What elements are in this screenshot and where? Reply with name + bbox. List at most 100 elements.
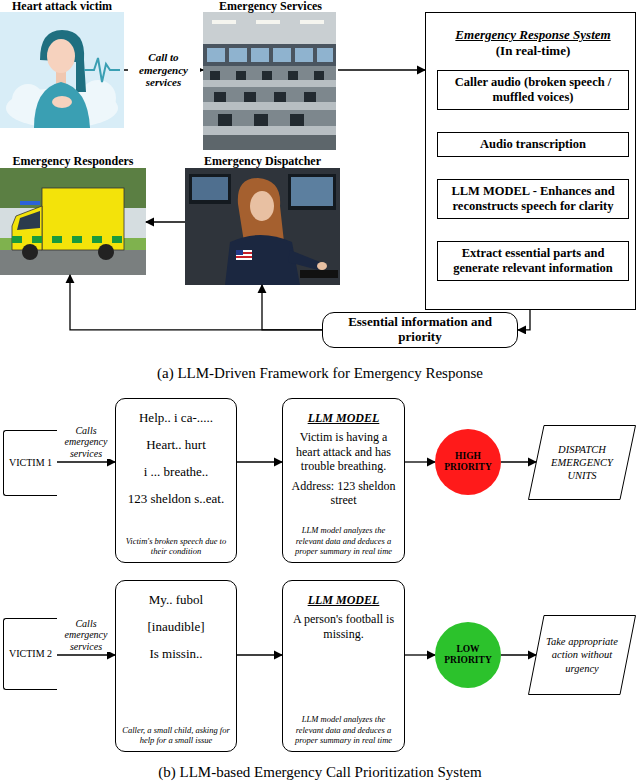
speech-line: Heart.. hurt xyxy=(146,438,206,453)
control-room-photo-part xyxy=(300,20,324,24)
flow-arrow xyxy=(237,461,282,462)
control-room-photo-part xyxy=(214,92,226,102)
step-box: Caller audio (broken speech / muffled vo… xyxy=(437,70,629,110)
control-room-photo-part xyxy=(314,71,324,80)
victim-illustration-part xyxy=(34,82,90,128)
note-text: Caller, a small child, asking for help f… xyxy=(121,725,231,745)
flow-arrow xyxy=(518,310,530,330)
control-room-photo-part xyxy=(295,48,313,62)
system-subtitle: (In real-time) xyxy=(437,43,629,59)
step-box: LLM MODEL - Enhances and reconstructs sp… xyxy=(437,179,629,219)
control-room-photo xyxy=(203,12,336,150)
photo-heading: Emergency Services xyxy=(203,0,338,13)
flow-arrow xyxy=(57,461,115,462)
dispatcher-photo xyxy=(185,168,340,285)
dispatcher-photo-part xyxy=(288,250,320,270)
edge-label: Call to emergency services xyxy=(128,50,200,90)
parallelogram-shape xyxy=(529,426,636,500)
ambulance-photo-part xyxy=(0,168,146,275)
ambulance-photo-part xyxy=(42,188,124,250)
victim-illustration-part xyxy=(0,12,124,128)
control-room-photo-part xyxy=(203,12,336,44)
speech-line: [inaudible] xyxy=(147,620,204,635)
photo-heading: Heart attack victim xyxy=(0,0,124,13)
dispatcher-photo-part xyxy=(236,250,243,255)
speech-line: i ... breathe.. xyxy=(144,465,209,480)
ambulance-photo-part xyxy=(22,244,38,260)
flow-arrow xyxy=(262,285,322,330)
ambulance-photo xyxy=(0,168,146,275)
control-room-photo-part xyxy=(203,135,336,150)
illustrated-node: Emergency Dispatcher xyxy=(185,155,340,285)
control-room-photo-part xyxy=(288,71,298,80)
control-room-photo-part xyxy=(254,114,268,126)
flow-arrow xyxy=(405,461,435,462)
dispatcher-photo-part xyxy=(291,177,333,206)
dispatcher-photo-part xyxy=(288,174,336,210)
victim-illustration-part xyxy=(52,96,72,108)
model-text: Address: 123 sheldon street xyxy=(288,479,399,508)
priority-circle: LOW PRIORITY xyxy=(435,622,501,688)
model-box: LLM MODEL A person's football is missing.… xyxy=(282,580,405,752)
control-room-photo-part xyxy=(273,48,291,62)
control-room-photo-part xyxy=(218,114,232,126)
caption-text: (a) LLM-Driven Framework for Emergency R… xyxy=(0,364,640,382)
ambulance-photo-part xyxy=(0,250,146,275)
control-room-photo-part xyxy=(317,48,333,62)
action-parallelogram: DISPATCH EMERGENCY UNITS xyxy=(528,425,636,500)
action-parallelogram: Take appropriate action without urgency xyxy=(528,615,636,695)
control-room-photo-part xyxy=(203,44,336,66)
control-room-photo-part xyxy=(256,20,280,24)
control-room-photo-part xyxy=(304,92,316,102)
flow-arrow xyxy=(501,654,536,655)
flow-arrow xyxy=(501,461,536,462)
control-room-photo-part xyxy=(244,92,256,102)
victim-illustration xyxy=(0,12,124,128)
speech-line: My.. fubol xyxy=(149,593,203,608)
control-room-photo-part xyxy=(203,102,336,110)
model-heading: LLM MODEL xyxy=(308,593,380,607)
victim-text: VICTIM 1 xyxy=(9,457,52,469)
step-text: Audio transcription xyxy=(441,137,625,152)
speech-line: 123 sheldon s..eat. xyxy=(128,492,224,507)
flow-arrow xyxy=(338,69,425,70)
victim-text: VICTIM 2 xyxy=(9,648,52,660)
ambulance-photo-part xyxy=(72,236,82,243)
control-room-photo-part xyxy=(203,80,336,87)
model-box: LLM MODELVictim is having a heart attack… xyxy=(282,398,405,563)
dispatcher-photo-part xyxy=(192,177,228,200)
control-room-photo-part xyxy=(262,71,272,80)
control-room-photo-part xyxy=(274,92,286,102)
control-room-photo-part xyxy=(207,48,225,62)
victim-box: VICTIM 2 xyxy=(3,618,57,690)
ambulance-photo-part xyxy=(32,236,42,243)
dispatcher-photo-part xyxy=(238,178,284,242)
flow-arrow xyxy=(57,654,115,655)
priority-text: LOW PRIORITY xyxy=(441,644,495,667)
control-room-photo-part xyxy=(210,71,220,80)
caption-text: (b) LLM-based Emergency Call Prioritizat… xyxy=(0,763,640,781)
photo-heading: Emergency Responders xyxy=(0,155,146,168)
action-text: Take appropriate action without urgency xyxy=(545,635,619,674)
control-room-photo-part xyxy=(212,20,236,24)
flow-arrow xyxy=(70,275,322,330)
note-text: Victim's broken speech due to their cond… xyxy=(121,536,231,556)
pill-text: Essential information and priority xyxy=(333,315,507,345)
ambulance-photo-part xyxy=(12,236,22,243)
dispatcher-photo-part xyxy=(189,174,231,204)
ambulance-photo-part xyxy=(92,236,102,243)
note-text: LLM model analyzes the relevant data and… xyxy=(288,714,399,745)
victim-illustration-part xyxy=(84,58,120,82)
ambulance-photo-part xyxy=(98,244,114,260)
model-text: A person's football is missing. xyxy=(288,612,399,641)
control-room-photo-part xyxy=(251,48,269,62)
system-title: Emergency Response System xyxy=(437,27,629,43)
flow-arrow xyxy=(237,654,282,655)
speech-box: Help.. i ca-..... Heart.. hurt i ... breat… xyxy=(115,398,237,563)
step-box: Extract essential parts and generate rel… xyxy=(437,241,629,281)
speech-box: My.. fubol[inaudible]Is missin..Caller, … xyxy=(115,580,237,752)
speech-line: Help.. i ca-..... xyxy=(139,411,213,426)
illustrated-node: Emergency Responders xyxy=(0,155,146,275)
